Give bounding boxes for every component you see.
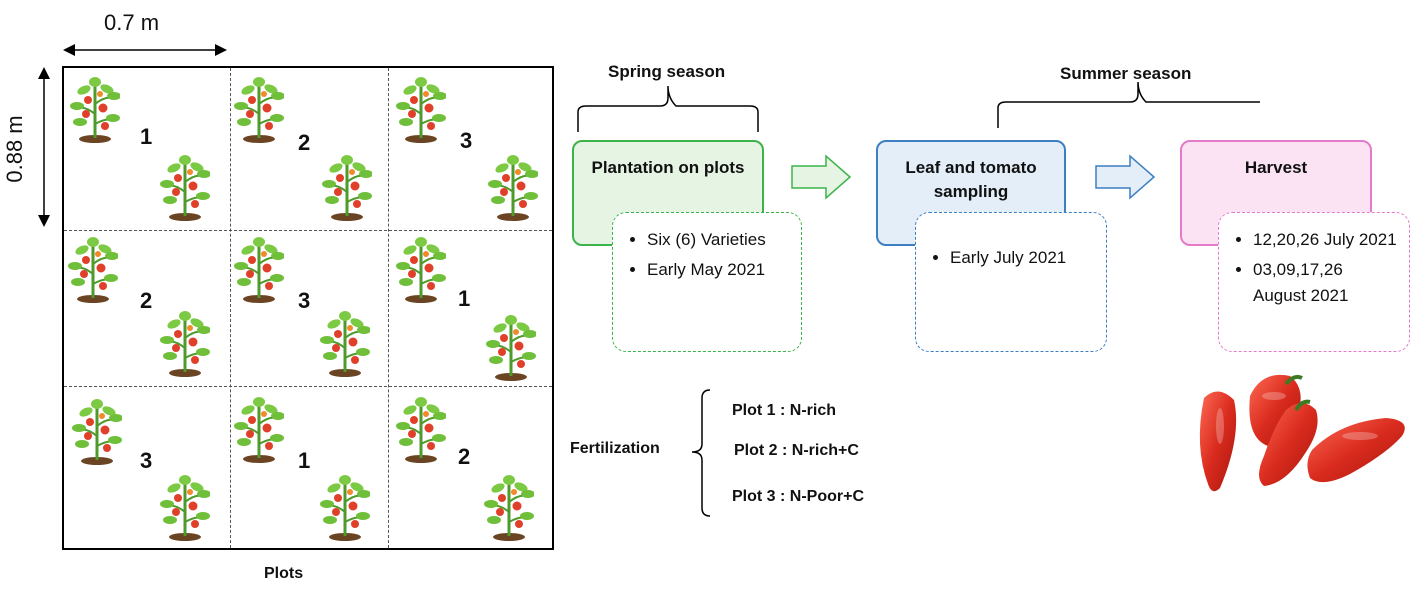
plot-cell: 3 (64, 386, 230, 548)
tomato-plant-icon (70, 74, 120, 144)
stage-title: Harvest (1244, 158, 1308, 177)
fertilization-brace (691, 389, 711, 517)
stage-details-sampling: Early July 2021 (915, 212, 1107, 352)
detail-item: Early May 2021 (647, 257, 791, 283)
stage-details-harvest: 12,20,26 July 2021 03,09,17,26 August 20… (1218, 212, 1410, 352)
tomato-plant-icon (234, 74, 284, 144)
stage-title: Leaf and tomato sampling (905, 158, 1037, 201)
tomato-plant-icon (234, 394, 284, 464)
stage-details-plantation: Six (6) Varieties Early May 2021 (612, 212, 802, 352)
fertilization-label: Fertilization (570, 440, 660, 457)
plot-number: 3 (460, 128, 473, 153)
plot-cell: 1 (64, 68, 230, 230)
plot-number: 2 (298, 130, 311, 155)
fertilization-item: Plot 1 : N-rich (732, 402, 837, 419)
plot-cell: 2 (64, 230, 230, 386)
plot-number: 1 (458, 286, 471, 311)
tomato-plant-icon (396, 74, 446, 144)
season-braces (577, 81, 1260, 132)
tomato-plant-icon (396, 234, 446, 304)
plot-number: 1 (298, 448, 311, 473)
plots-caption: Plots (264, 565, 304, 582)
plot-number: 3 (140, 448, 153, 473)
grid-divider (64, 386, 552, 387)
tomato-plant-icon (68, 234, 118, 304)
tomato-plant-icon (322, 152, 372, 222)
detail-item: Six (6) Varieties (647, 227, 791, 253)
width-label: 0.7 m (104, 10, 160, 35)
right-arrow-icon (1095, 154, 1156, 200)
tomato-plant-icon (484, 472, 534, 542)
tomato-plant-icon (320, 472, 370, 542)
plot-cell: 1 (388, 230, 552, 386)
tomato-plant-icon (396, 394, 446, 464)
plot-cell: 1 (230, 386, 388, 548)
red-peppers-image (1199, 374, 1405, 492)
dimension-arrows (38, 44, 227, 227)
right-arrow-icon (791, 154, 852, 200)
stage-title: Plantation on plots (591, 158, 745, 177)
plot-cell: 2 (230, 68, 388, 230)
height-label-wrap: 0.88 m (0, 98, 30, 198)
fertilization-item: Plot 2 : N-rich+C (734, 442, 859, 459)
tomato-plant-icon (160, 308, 210, 378)
grid-divider (388, 68, 389, 548)
fertilization-item: Plot 3 : N-Poor+C (732, 488, 865, 505)
plot-cell: 2 (388, 386, 552, 548)
tomato-plant-icon (486, 312, 536, 382)
height-label: 0.88 m (2, 115, 27, 183)
plot-grid: 1 2 3 2 3 1 3 1 2 (62, 66, 554, 550)
spring-season-label: Spring season (608, 62, 726, 81)
detail-item: 03,09,17,26 August 2021 (1253, 257, 1399, 309)
grid-divider (230, 68, 231, 548)
plot-number: 3 (298, 288, 311, 313)
tomato-plant-icon (234, 234, 284, 304)
tomato-plant-icon (72, 396, 122, 466)
tomato-plant-icon (488, 152, 538, 222)
plot-number: 2 (458, 444, 471, 469)
tomato-plant-icon (320, 308, 370, 378)
grid-divider (64, 230, 552, 231)
summer-season-label: Summer season (1060, 64, 1192, 83)
detail-item: Early July 2021 (950, 245, 1096, 271)
tomato-plant-icon (160, 472, 210, 542)
plot-cell: 3 (388, 68, 552, 230)
plot-cell: 3 (230, 230, 388, 386)
detail-item: 12,20,26 July 2021 (1253, 227, 1399, 253)
plot-number: 2 (140, 288, 153, 313)
tomato-plant-icon (160, 152, 210, 222)
plot-number: 1 (140, 124, 153, 149)
